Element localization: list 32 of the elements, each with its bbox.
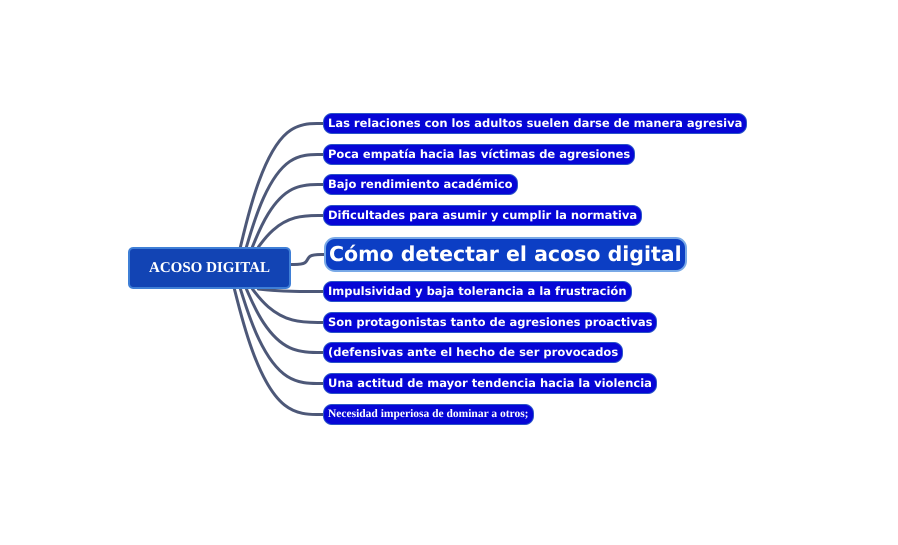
connector-line [238, 288, 324, 385]
connector-line [256, 214, 324, 248]
topic-box [323, 205, 642, 226]
topic-box [323, 342, 624, 363]
topic-label: Son protagonistas tanto de agresiones proactivas [328, 315, 652, 329]
topic-label: Una actitud de mayor tendencia hacia la violencia [328, 376, 652, 390]
topic-box [323, 113, 748, 134]
topic-box [323, 174, 518, 195]
topic-label: Dificultades para asumir y cumplir la normativa [328, 208, 638, 222]
topic-box [323, 404, 534, 425]
connector-line [232, 288, 324, 416]
connector-line [244, 288, 324, 354]
topic-box [323, 373, 657, 394]
topic-label: (defensivas ante el hecho de ser provocados [328, 345, 618, 359]
topic-label: Bajo rendimiento académico [328, 177, 513, 191]
connector-line [250, 288, 324, 324]
topic-label: Las relaciones con los adultos suelen darse de manera agresiva [328, 116, 742, 130]
topic-box [323, 312, 658, 333]
topic-label: Poca empatía hacia las víctimas de agresiones [328, 147, 630, 161]
connector-line [250, 183, 324, 248]
connector-line [238, 122, 324, 248]
root-topic-label: ACOSO DIGITAL [149, 260, 270, 276]
topic-box [323, 144, 636, 165]
topic-label: Impulsividad y baja tolerancia a la frustración [328, 284, 627, 298]
connector-line [256, 288, 324, 293]
connector-line [244, 153, 324, 248]
topic-box [323, 281, 632, 302]
topic-label: Cómo detectar el acoso digital [329, 242, 682, 266]
connector-line [290, 253, 326, 266]
root-topic-box [128, 247, 291, 289]
topic-label: Necesidad imperiosa de dominar a otros; [328, 408, 528, 420]
central-topic-box [324, 237, 687, 272]
